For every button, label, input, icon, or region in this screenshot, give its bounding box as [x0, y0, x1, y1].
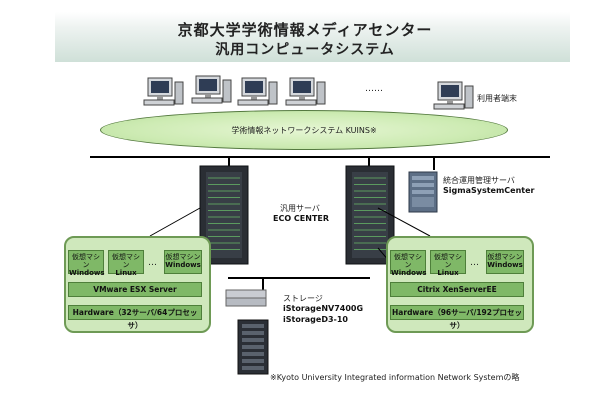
- storage-slot: [242, 331, 264, 335]
- right-vm-3-label: 仮想マシン: [487, 253, 523, 261]
- page-subtitle: 汎用コンピュータシステム: [215, 42, 395, 58]
- vmware-software-bar: VMware ESX Server: [68, 282, 202, 297]
- right-vm-3-os: Windows: [487, 261, 523, 269]
- right-vm-3[interactable]: 仮想マシン Windows: [486, 250, 524, 274]
- right-vm-2[interactable]: 仮想マシン Linux: [430, 250, 466, 277]
- management-server-name: SigmaSystemCenter: [443, 186, 535, 195]
- right-vm-1[interactable]: 仮想マシン Windows: [390, 250, 427, 277]
- left-vm-1[interactable]: 仮想マシン Windows: [68, 250, 105, 277]
- storage-slot: [242, 366, 264, 370]
- storage-slot: [242, 345, 264, 349]
- left-vm-1-label: 仮想マシン: [72, 253, 100, 269]
- terminal-pc-icon: [237, 77, 278, 106]
- storage-name-1: iStorageNV7400G: [283, 304, 364, 313]
- right-vm-2-os: Linux: [437, 269, 459, 277]
- terminals-ellipsis: ……: [365, 84, 383, 94]
- link-left-server: [228, 156, 230, 168]
- left-vm-ellipsis: …: [148, 258, 157, 268]
- left-vm-2[interactable]: 仮想マシン Linux: [108, 250, 144, 277]
- page-title: 京都大学学術情報メディアセンター: [177, 21, 433, 39]
- storage-name-2: iStorageD3-10: [283, 315, 348, 324]
- backbone-line: [90, 156, 550, 158]
- storage-bus-line: [228, 277, 370, 279]
- general-server-name: ECO CENTER: [273, 214, 330, 223]
- storage-slot: [242, 324, 264, 328]
- right-hardware-bar: Hardware（96サーバ/192プロセッサ）: [390, 305, 524, 330]
- left-vm-3[interactable]: 仮想マシン Windows: [164, 250, 202, 274]
- left-vm-3-os: Windows: [165, 261, 201, 269]
- left-vm-2-label: 仮想マシン: [112, 253, 140, 269]
- link-management: [433, 156, 435, 170]
- terminal-pc-icon: [433, 81, 474, 110]
- left-vm-1-os: Windows: [69, 269, 105, 277]
- right-vm-2-label: 仮想マシン: [434, 253, 462, 269]
- right-vm-1-label: 仮想マシン: [394, 253, 422, 269]
- storage-slot: [242, 352, 264, 356]
- server-rack-icon: [345, 165, 395, 265]
- kuins-network: [100, 110, 508, 150]
- left-vm-3-label: 仮想マシン: [165, 253, 201, 261]
- left-hardware-bar: Hardware（32サーバ/64プロセッサ）: [68, 305, 202, 330]
- terminal-pc-icon: [191, 75, 232, 104]
- terminals-label: 利用者端末: [477, 94, 517, 103]
- xenserver-software-bar: Citrix XenServerEE: [390, 282, 524, 297]
- left-vm-2-os: Linux: [115, 269, 137, 277]
- general-server-label: 汎用サーバ: [280, 204, 320, 213]
- storage-label: ストレージ: [283, 294, 323, 303]
- terminal-pc-icon: [143, 77, 184, 106]
- footnote: ※Kyoto University Integrated information…: [270, 373, 520, 382]
- title-banner: [55, 12, 570, 62]
- kuins-network-label: 学術情報ネットワークシステム KUINS※: [231, 126, 377, 135]
- management-server-label: 統合運用管理サーバ: [443, 176, 515, 185]
- link-storage: [262, 277, 264, 291]
- storage-slot: [242, 338, 264, 342]
- right-vm-1-os: Windows: [391, 269, 427, 277]
- right-vm-ellipsis: …: [470, 258, 479, 268]
- terminal-pc-icon: [285, 77, 326, 106]
- link-right-server: [368, 156, 370, 168]
- storage-slot: [242, 359, 264, 363]
